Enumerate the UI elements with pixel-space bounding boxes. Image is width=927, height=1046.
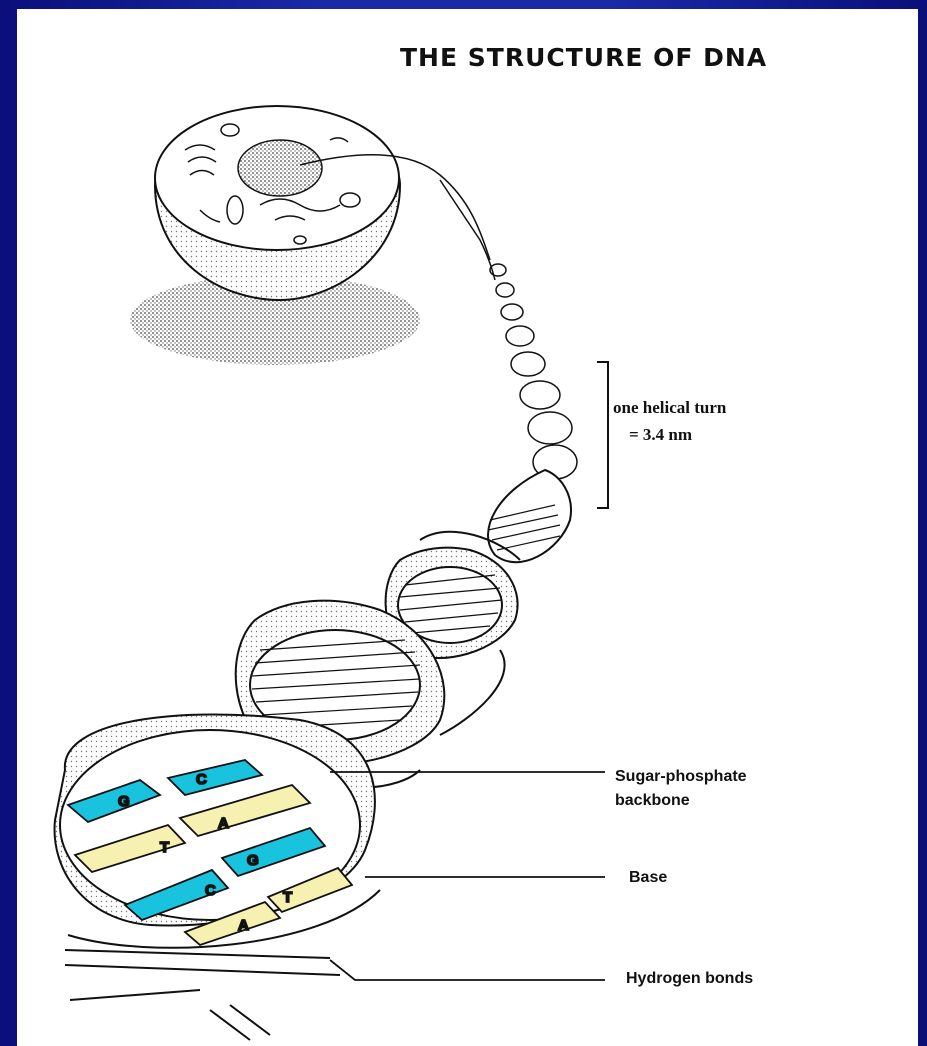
base-letter-a-1: A xyxy=(218,815,229,832)
cell-nucleus xyxy=(238,140,322,196)
sugar-phosphate-label: Sugar-phosphate xyxy=(615,765,747,788)
helical-turn-label: one helical turn xyxy=(613,396,726,420)
sugar-phosphate-label-line2: backbone xyxy=(615,789,690,812)
helical-turn-bracket xyxy=(597,362,608,508)
helical-turn-value: = 3.4 nm xyxy=(629,423,692,447)
base-letter-g-1: G xyxy=(118,793,130,810)
base-label: Base xyxy=(629,866,667,889)
base-letter-a-2: A xyxy=(238,917,249,934)
strand-tails xyxy=(65,950,340,1040)
base-letter-t-1: T xyxy=(160,839,169,856)
hydrogen-bonds-label: Hydrogen bonds xyxy=(626,967,753,990)
cell-illustration xyxy=(130,106,490,365)
base-letter-t-2: T xyxy=(283,889,292,906)
dna-coil xyxy=(440,180,577,479)
base-letter-g-2: G xyxy=(247,852,259,869)
hydrogen-bonds-leader-line xyxy=(330,960,605,980)
base-letter-c-1: C xyxy=(196,771,207,788)
dna-cross-section: G C T A C G A xyxy=(55,714,380,1040)
helix-segment-1 xyxy=(488,470,571,562)
base-letter-c-2: C xyxy=(205,882,216,899)
